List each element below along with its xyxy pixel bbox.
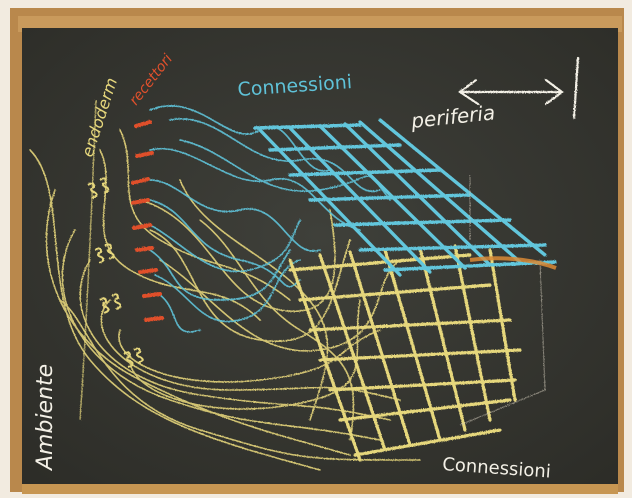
- label-ambiente: Ambiente: [33, 364, 58, 472]
